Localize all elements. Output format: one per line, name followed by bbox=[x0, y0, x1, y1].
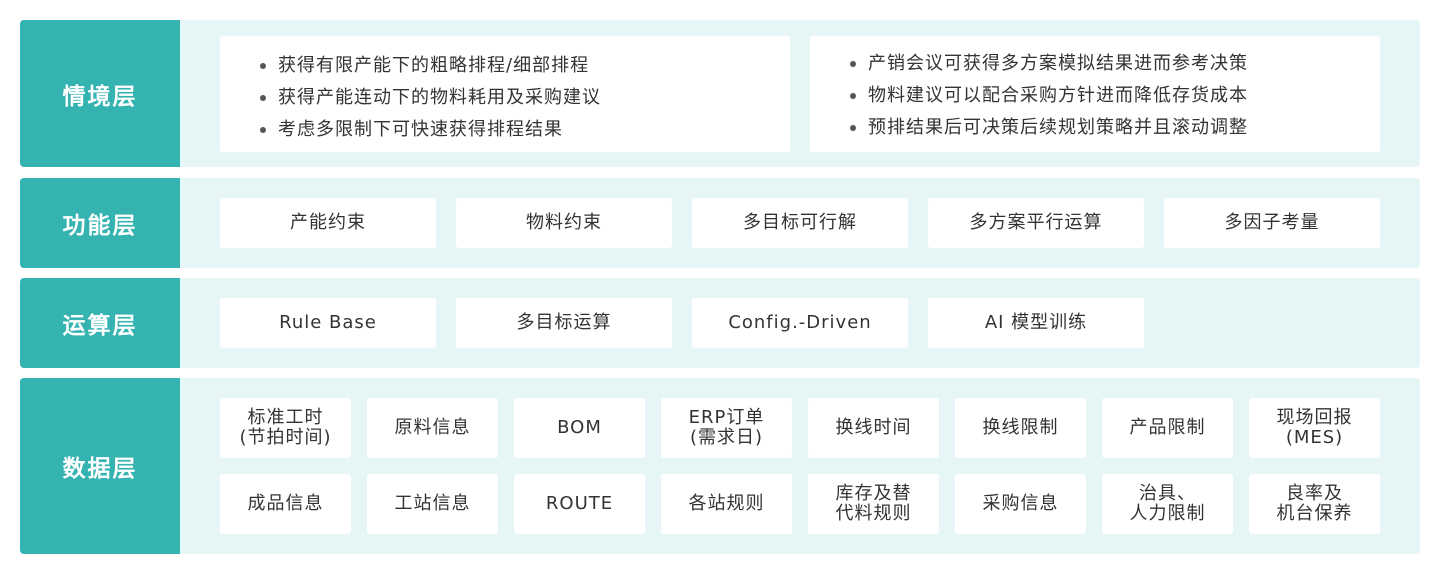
scenario-bullet: 获得有限产能下的粗略排程/细部排程 bbox=[258, 50, 790, 82]
function-layer-label: 功能层 bbox=[20, 178, 180, 268]
data-item: 库存及替 代料规则 bbox=[808, 474, 939, 534]
scenario-bullet: 获得产能连动下的物料耗用及采购建议 bbox=[258, 82, 790, 114]
data-item: ROUTE bbox=[514, 474, 645, 534]
function-item: 多目标可行解 bbox=[692, 198, 908, 248]
scenario-bullet: 物料建议可以配合采购方针进而降低存货成本 bbox=[848, 80, 1380, 112]
compute-item: 多目标运算 bbox=[456, 298, 672, 348]
data-item: ERP订单 (需求日) bbox=[661, 398, 792, 458]
compute-layer-label: 运算层 bbox=[20, 278, 180, 368]
data-item: 原料信息 bbox=[367, 398, 498, 458]
scenario-bullet: 预排结果后可决策后续规划策略并且滚动调整 bbox=[848, 112, 1380, 144]
data-item: 各站规则 bbox=[661, 474, 792, 534]
data-item: 良率及 机台保养 bbox=[1249, 474, 1380, 534]
function-item: 产能约束 bbox=[220, 198, 436, 248]
scenario-right-panel: 产销会议可获得多方案模拟结果进而参考决策 物料建议可以配合采购方针进而降低存货成… bbox=[810, 36, 1380, 152]
compute-layer: 运算层 Rule Base 多目标运算 Config.-Driven AI 模型… bbox=[20, 278, 1420, 368]
data-item: 标准工时 (节拍时间) bbox=[220, 398, 351, 458]
scenario-layer-label: 情境层 bbox=[20, 20, 180, 167]
scenario-layer: 情境层 获得有限产能下的粗略排程/细部排程 获得产能连动下的物料耗用及采购建议 … bbox=[20, 20, 1420, 167]
data-item: 换线限制 bbox=[955, 398, 1086, 458]
function-item: 物料约束 bbox=[456, 198, 672, 248]
data-item: 成品信息 bbox=[220, 474, 351, 534]
data-item: 治具、 人力限制 bbox=[1102, 474, 1233, 534]
compute-item: Rule Base bbox=[220, 298, 436, 348]
function-item: 多方案平行运算 bbox=[928, 198, 1144, 248]
scenario-bullet: 产销会议可获得多方案模拟结果进而参考决策 bbox=[848, 48, 1380, 80]
data-item: 现场回报 (MES) bbox=[1249, 398, 1380, 458]
data-layer-label: 数据层 bbox=[20, 378, 180, 554]
data-item: 产品限制 bbox=[1102, 398, 1233, 458]
data-item: 采购信息 bbox=[955, 474, 1086, 534]
scenario-left-panel: 获得有限产能下的粗略排程/细部排程 获得产能连动下的物料耗用及采购建议 考虑多限… bbox=[220, 36, 790, 152]
compute-item: AI 模型训练 bbox=[928, 298, 1144, 348]
data-item: BOM bbox=[514, 398, 645, 458]
compute-item: Config.-Driven bbox=[692, 298, 908, 348]
function-item: 多因子考量 bbox=[1164, 198, 1380, 248]
scenario-bullet: 考虑多限制下可快速获得排程结果 bbox=[258, 114, 790, 146]
data-item: 工站信息 bbox=[367, 474, 498, 534]
data-layer: 数据层 标准工时 (节拍时间) 原料信息 BOM ERP订单 (需求日) 换线时间换线限… bbox=[20, 378, 1420, 554]
data-item: 换线时间 bbox=[808, 398, 939, 458]
function-layer: 功能层 产能约束 物料约束 多目标可行解 多方案平行运算 多因子考量 bbox=[20, 178, 1420, 268]
